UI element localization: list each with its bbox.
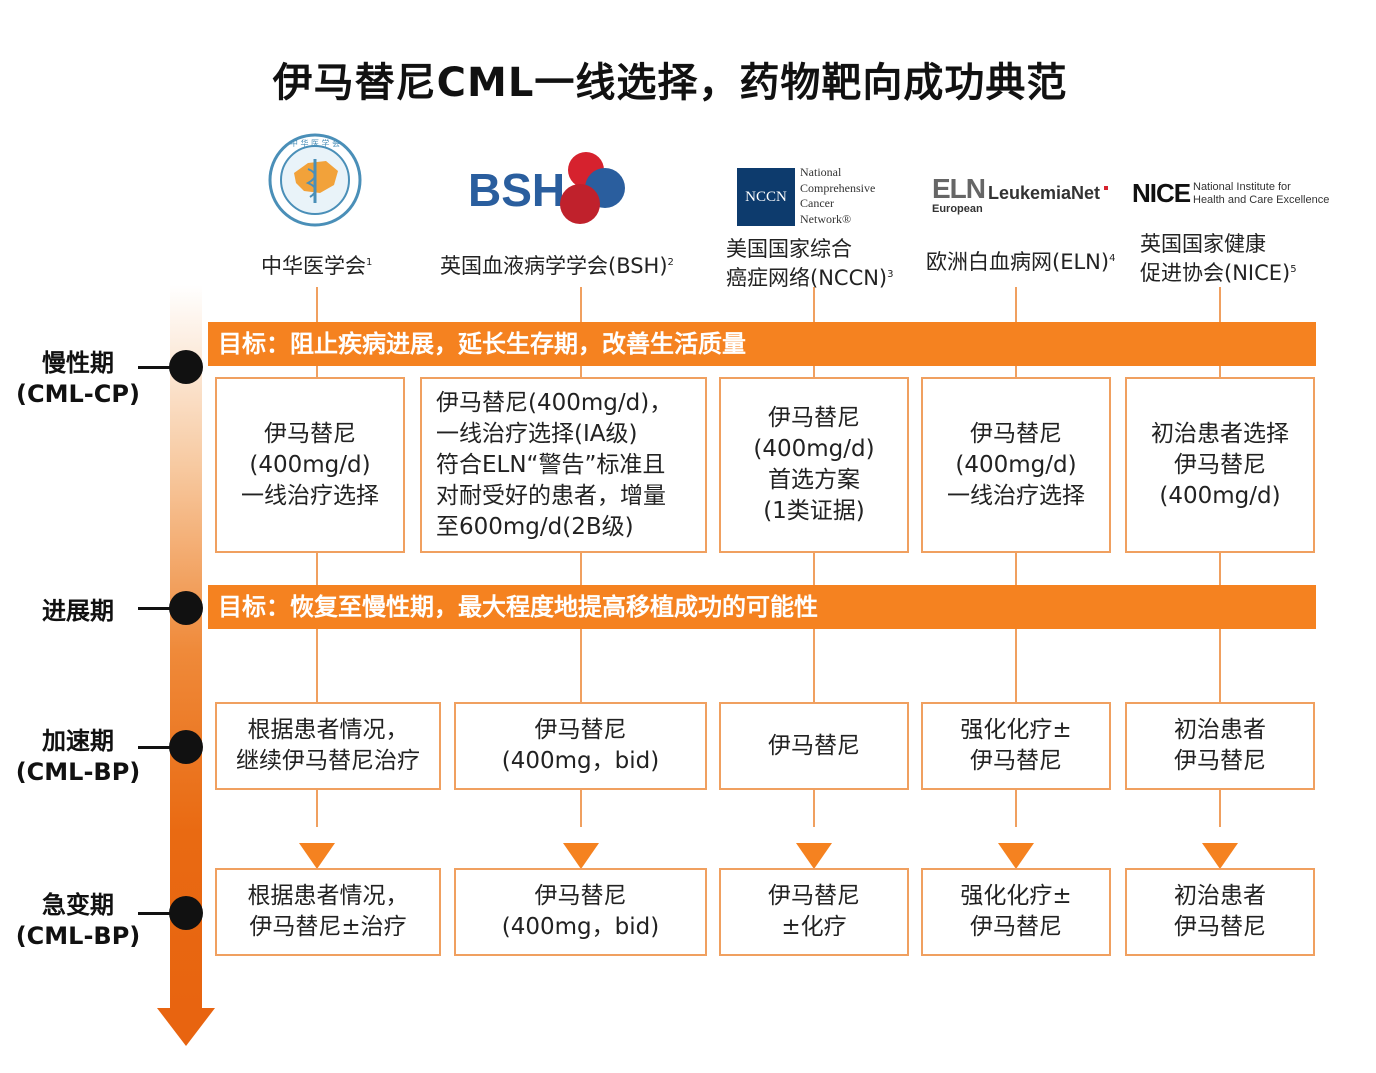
connector-line [1015, 287, 1017, 827]
bsh-logo-text: BSH [468, 164, 565, 216]
connector-line [813, 287, 815, 827]
blast-box-cma: 根据患者情况， 伊马替尼±治疗 [215, 868, 441, 956]
timeline-arrowhead [157, 1008, 215, 1046]
chronic-box-eln: 伊马替尼 (400mg/d) 一线治疗选择 [921, 377, 1111, 553]
org-name-bsh: 英国血液病学学会(BSH)2 [440, 254, 674, 278]
accelerated-box-cma: 根据患者情况， 继续伊马替尼治疗 [215, 702, 441, 790]
connector-line [1219, 287, 1221, 827]
chronic-box-cma: 伊马替尼 (400mg/d) 一线治疗选择 [215, 377, 405, 553]
phase-label-progression: 进展期 [42, 597, 114, 625]
phase-label-accelerated: 加速期(CML-BP) [15, 727, 141, 786]
blast-box-eln: 强化化疗± 伊马替尼 [921, 868, 1111, 956]
phase-dot-progression [169, 591, 203, 625]
phase-tick [138, 746, 178, 749]
phase-dot-blast [169, 896, 203, 930]
bsh-logo: BSH [468, 150, 633, 230]
connector-line [580, 287, 582, 827]
chronic-box-nice: 初治患者选择 伊马替尼 (400mg/d) [1125, 377, 1315, 553]
nccn-logo-mark: NCCN [737, 168, 795, 226]
accelerated-box-bsh: 伊马替尼 (400mg，bid) [454, 702, 707, 790]
eln-logo: ELN European LeukemiaNet [932, 173, 1112, 218]
down-arrow [299, 843, 335, 869]
goal-bar-chronic: 目标：阻止疾病进展，延长生存期，改善生活质量 [208, 322, 1316, 366]
down-arrow [796, 843, 832, 869]
chinese-medical-association-logo: 中 华 医 学 会 [268, 133, 362, 227]
accelerated-box-nice: 初治患者 伊马替尼 [1125, 702, 1315, 790]
goal-bar-progression: 目标：恢复至慢性期，最大程度地提高移植成功的可能性 [208, 585, 1316, 629]
blast-box-nice: 初治患者 伊马替尼 [1125, 868, 1315, 956]
cma-logo-text: 中 华 医 学 会 [290, 138, 340, 148]
timeline-axis [170, 285, 202, 1015]
phase-tick [138, 607, 178, 610]
phase-label-blast: 急变期(CML-BP) [15, 891, 141, 950]
accelerated-box-nccn: 伊马替尼 [719, 702, 909, 790]
phase-tick [138, 912, 178, 915]
connector-line [316, 287, 318, 827]
nice-logo: NICE National Institute for Health and C… [1132, 178, 1330, 208]
phase-dot-chronic [169, 350, 203, 384]
org-name-nccn: 美国国家综合 癌症网络(NCCN)3 [726, 237, 894, 290]
down-arrow [1202, 843, 1238, 869]
nccn-logo: NCCN National Comprehensive Cancer Netwo… [737, 165, 897, 227]
down-arrow [563, 843, 599, 869]
chronic-box-bsh: 伊马替尼(400mg/d)， 一线治疗选择(IA级) 符合ELN“警告”标准且 … [420, 377, 707, 553]
page-title: 伊马替尼CML一线选择，药物靶向成功典范 [272, 60, 1068, 106]
accelerated-box-eln: 强化化疗± 伊马替尼 [921, 702, 1111, 790]
blast-box-bsh: 伊马替尼 (400mg，bid) [454, 868, 707, 956]
phase-tick [138, 366, 178, 369]
org-name-eln: 欧洲白血病网(ELN)4 [926, 250, 1116, 274]
blast-box-nccn: 伊马替尼 ±化疗 [719, 868, 909, 956]
phase-dot-accelerated [169, 730, 203, 764]
org-name-nice: 英国国家健康 促进协会(NICE)5 [1140, 232, 1297, 285]
down-arrow [998, 843, 1034, 869]
phase-label-chronic: 慢性期(CML-CP) [16, 349, 140, 408]
org-name-cma: 中华医学会1 [261, 254, 373, 278]
chronic-box-nccn: 伊马替尼 (400mg/d) 首选方案 (1类证据) [719, 377, 909, 553]
